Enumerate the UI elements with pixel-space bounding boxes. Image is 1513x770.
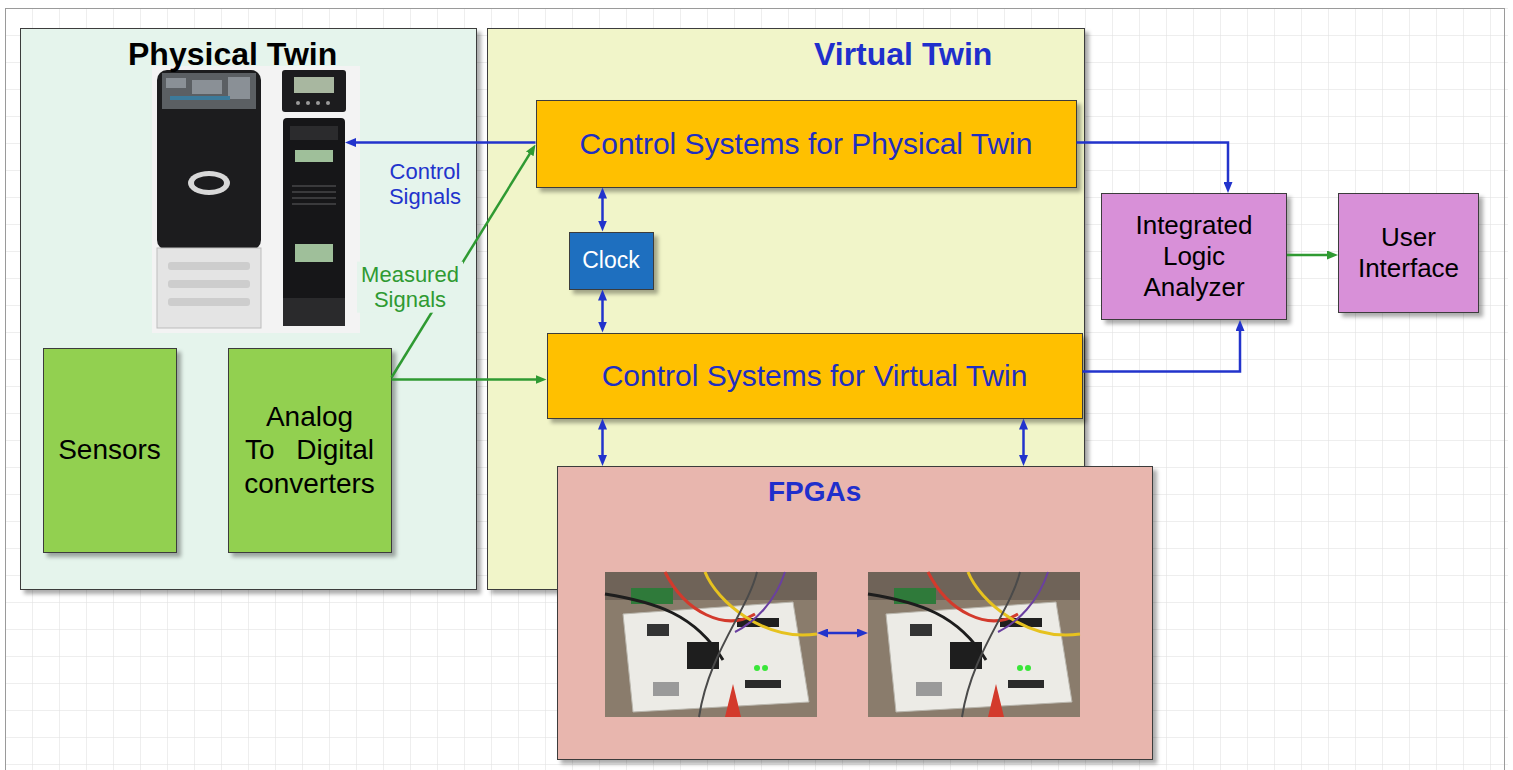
fpga-board-photo [868,572,1080,717]
panel-title: Virtual Twin [488,29,1084,73]
connector-arrow [1287,254,1330,257]
fpga-board-photo [868,572,1080,717]
process-box: Control Systems for Physical Twin [536,100,1077,188]
connector-arrow [601,196,604,224]
box-label: Clock [582,247,640,275]
charge-controller-photo [168,298,250,306]
charge-controller-photo [170,96,230,100]
fpga-board-photo [605,572,817,717]
charge-controller-photo [316,101,320,105]
charge-controller-photo [296,101,300,105]
connector-arrow [353,141,536,144]
box-label: Analog To Digital converters [242,400,378,501]
charge-controller-photo [194,176,224,190]
connector-arrow [392,378,539,381]
charge-controller-photo [157,248,261,328]
charge-controller-photo [162,73,256,109]
edge-label-box: Control Signals [378,159,472,210]
panel-title: Physical Twin [21,29,476,73]
charge-controller-photo [306,101,310,105]
charge-controller-photo [294,77,334,93]
charge-controller-photo [292,186,336,204]
process-box: Control Systems for Virtual Twin [547,333,1083,419]
process-box: Analog To Digital converters [228,348,392,553]
canvas-frame [6,9,1505,770]
board-link-arrow [825,632,860,635]
charge-controller-photo [152,66,360,333]
connector-arrow [1077,143,1229,186]
box-label: Integrated Logic Analyzer [1132,210,1256,304]
charge-controller-photo [168,280,250,288]
charge-controller-photo [168,262,250,270]
charge-controller-photo [290,126,338,140]
box-label: Control Systems for Virtual Twin [602,358,1028,394]
box-label: Control Systems for Physical Twin [580,126,1033,162]
connector-arrow [601,427,604,459]
charge-controller-photo [188,171,230,195]
charge-controller-photo [282,70,346,112]
process-box: User Interface [1338,193,1479,313]
connector-arrow [1083,328,1241,372]
connector-arrow [1022,427,1025,459]
charge-controller-photo [295,244,333,262]
fpga-board-photo [605,572,817,717]
edge-label: Measured Signals [357,262,463,313]
box-label: User Interface [1354,222,1464,284]
box-label: Sensors [58,433,161,467]
process-box: Integrated Logic Analyzer [1101,193,1287,320]
grid-lines [5,8,1508,770]
charge-controller-photo [283,118,345,326]
charge-controller-photo [157,70,261,250]
edge-label-box: Measured Signals [357,262,463,313]
charge-controller-photo [152,66,360,333]
connector-arrow [601,298,604,325]
charge-controller-photo [295,150,333,162]
charge-controller-photo [166,77,250,99]
charge-controller-photo [326,101,330,105]
process-box: Sensors [43,348,177,553]
panel-title: FPGAs [558,467,1152,509]
edge-label: Control Signals [378,159,472,210]
charge-controller-photo [283,298,345,326]
clock-box: Clock [569,232,654,290]
